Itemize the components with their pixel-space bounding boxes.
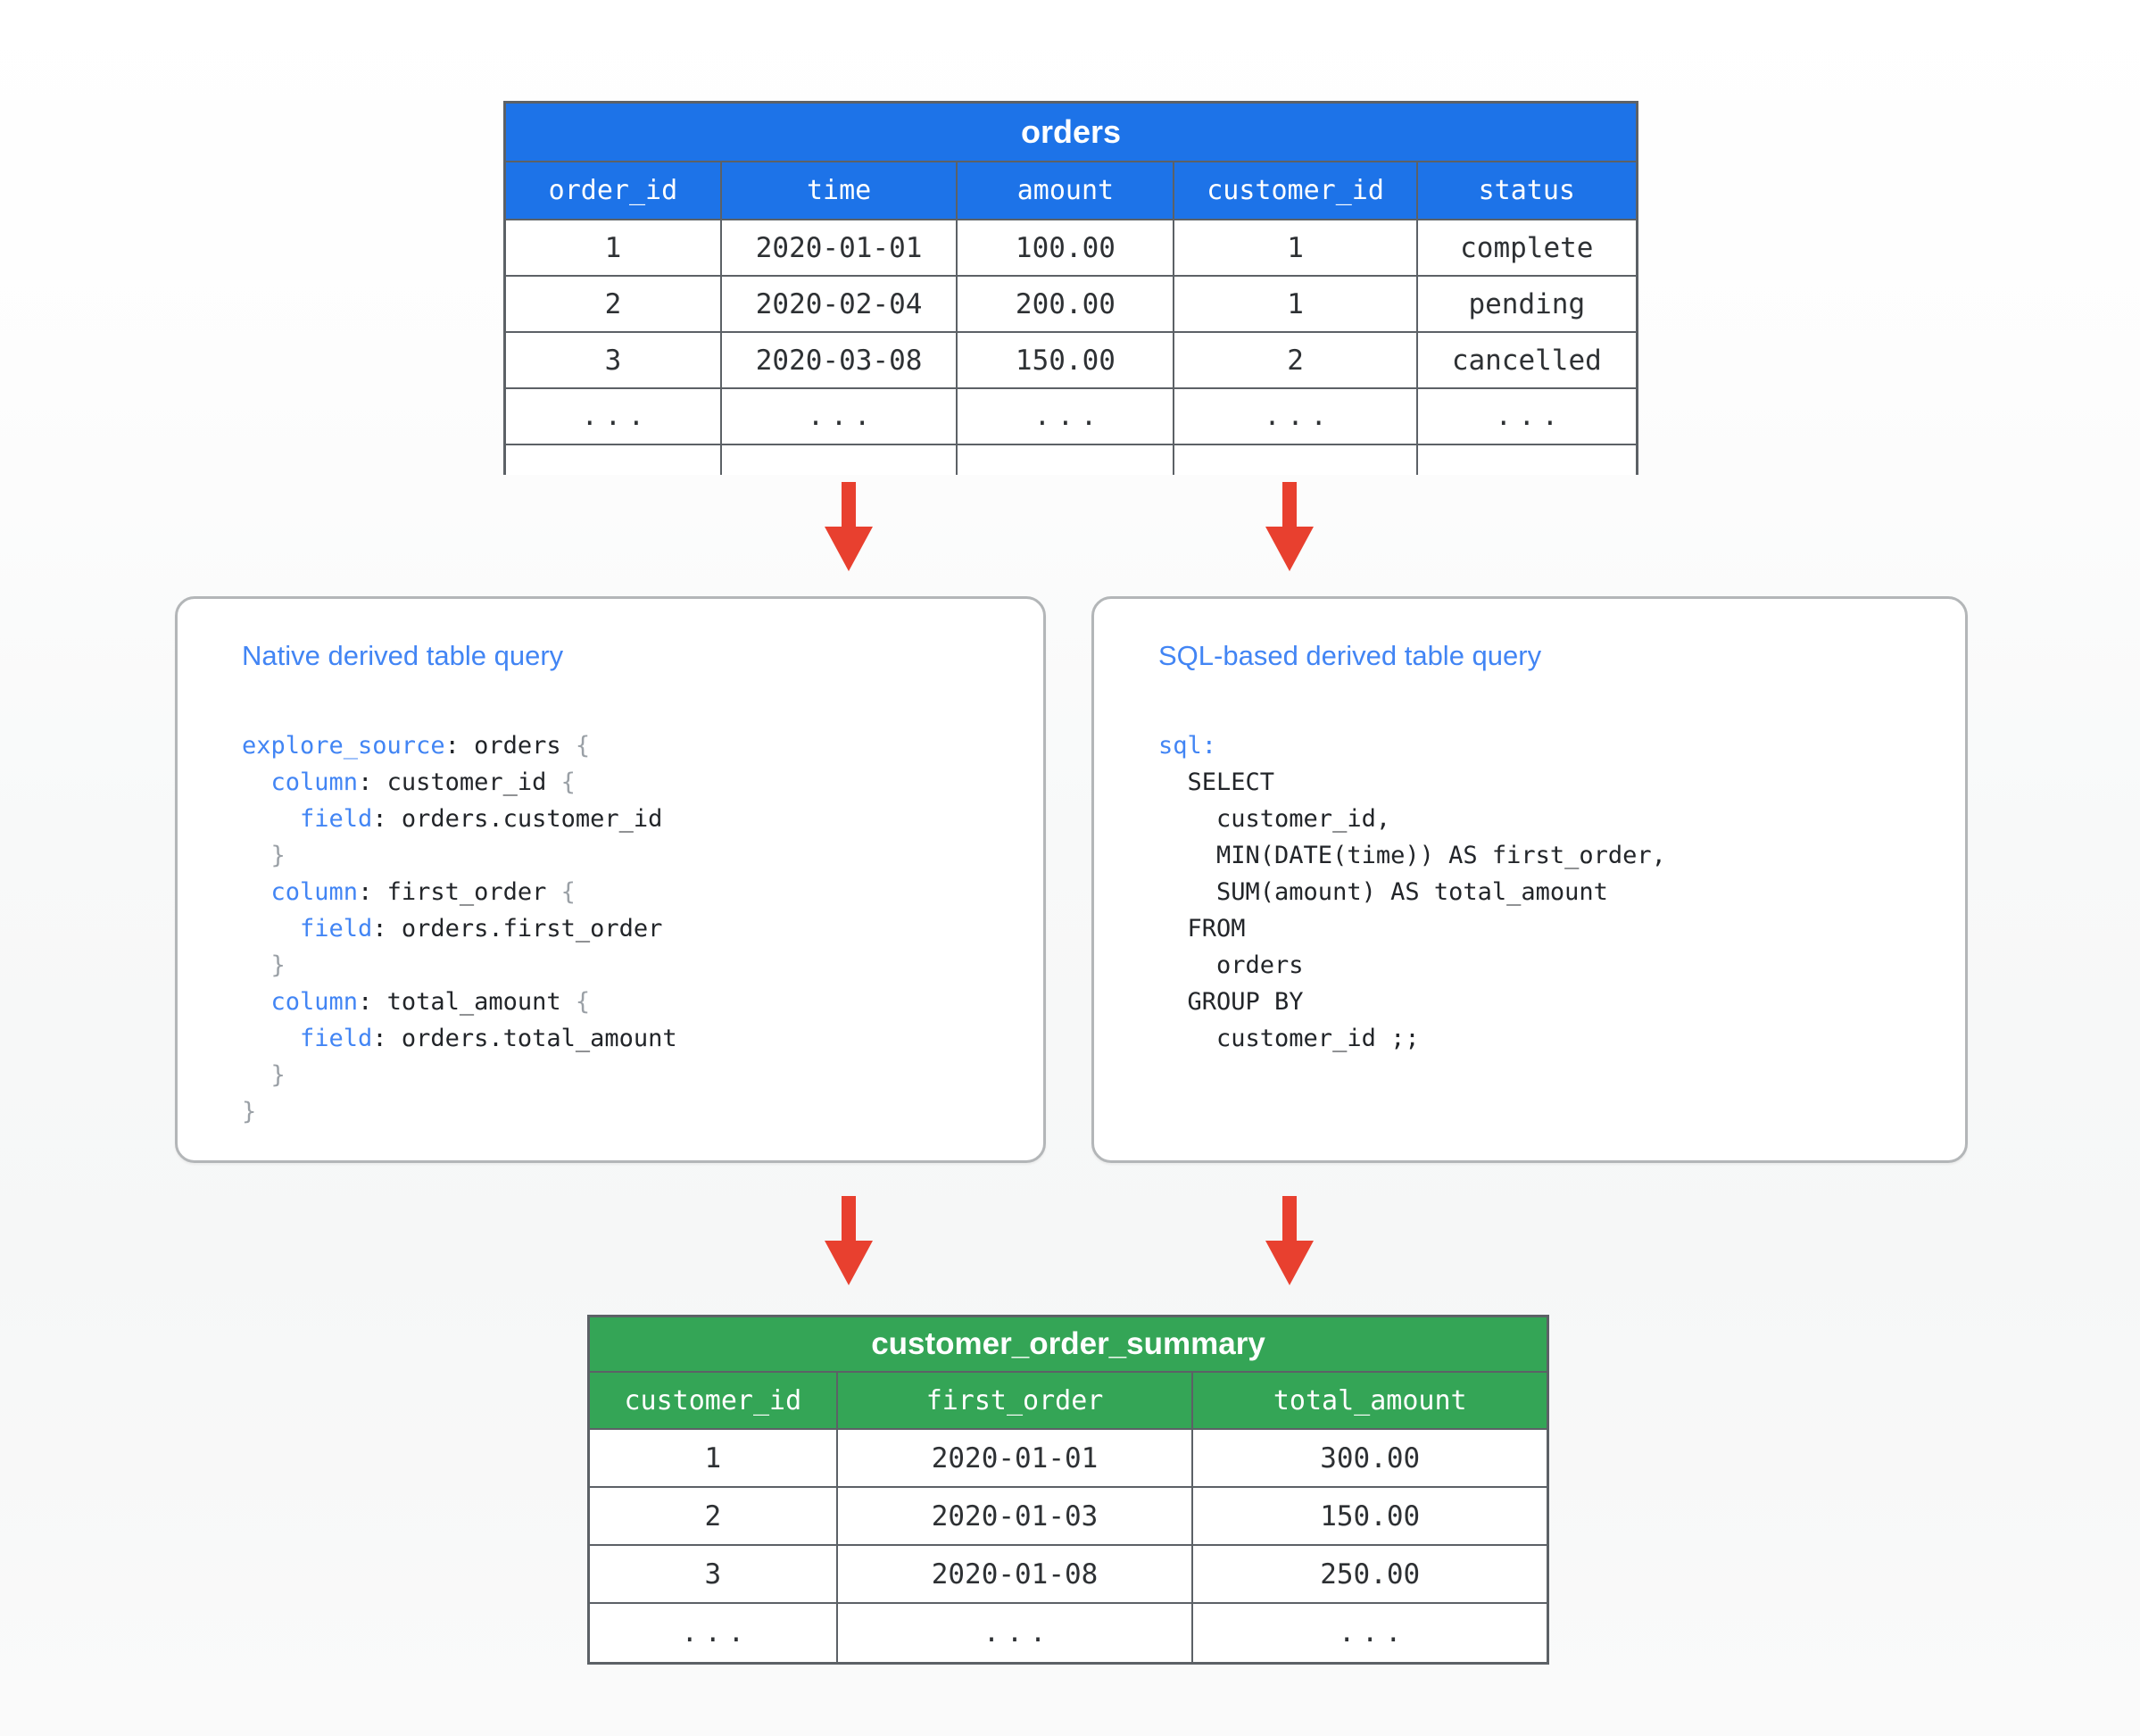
table-cell: 2 <box>506 277 722 333</box>
native-lookml-code: explore_source: orders { column: custome… <box>242 727 979 1130</box>
code-line: column: total_amount { <box>270 988 591 1016</box>
table-cell: 100.00 <box>958 220 1175 277</box>
code-line: customer_id, <box>1158 805 1391 833</box>
table-cell: 2020-02-04 <box>721 277 958 333</box>
column-header: time <box>721 162 958 220</box>
table-cell: 1 <box>1174 220 1418 277</box>
table-cell: 1 <box>1174 277 1418 333</box>
column-header: amount <box>958 162 1175 220</box>
table-cell: 2020-01-03 <box>837 1488 1194 1546</box>
truncated-row-cell <box>1174 445 1418 475</box>
table-title: orders <box>506 104 1636 162</box>
code-line: column: first_order { <box>270 878 576 906</box>
table-cell: 2020-03-08 <box>721 333 958 389</box>
code-line: } <box>270 842 286 869</box>
table-cell: ... <box>590 1604 838 1662</box>
truncated-row-cell <box>506 445 722 475</box>
code-line: GROUP BY <box>1158 988 1304 1016</box>
code-line: field: orders.customer_id <box>300 805 663 833</box>
table-cell: 200.00 <box>958 277 1175 333</box>
table-cell: ... <box>837 1604 1194 1662</box>
code-line: FROM <box>1158 915 1246 943</box>
column-header: customer_id <box>1174 162 1418 220</box>
arrow-down-icon <box>825 1196 873 1285</box>
truncated-row-cell <box>1417 445 1636 475</box>
column-header: customer_id <box>590 1373 838 1430</box>
code-line: } <box>270 951 286 979</box>
table-cell: pending <box>1417 277 1636 333</box>
code-line: field: orders.first_order <box>300 915 663 943</box>
code-line: explore_source: orders { <box>242 732 591 760</box>
table-cell: 2020-01-01 <box>721 220 958 277</box>
column-header: order_id <box>506 162 722 220</box>
code-line: MIN(DATE(time)) AS first_order, <box>1158 842 1666 869</box>
column-header: status <box>1417 162 1636 220</box>
sql-query-code: sql: SELECT customer_id, MIN(DATE(time))… <box>1158 727 1901 1057</box>
code-line: column: customer_id { <box>270 768 576 796</box>
table-cell: ... <box>506 389 722 445</box>
table-cell: 250.00 <box>1193 1546 1547 1604</box>
native-box-title: Native derived table query <box>242 640 564 671</box>
table-cell: cancelled <box>1417 333 1636 389</box>
table-cell: 300.00 <box>1193 1430 1547 1488</box>
code-line: sql: <box>1158 732 1217 760</box>
truncated-row-cell <box>721 445 958 475</box>
code-line: } <box>270 1061 286 1089</box>
table-cell: 2 <box>590 1488 838 1546</box>
arrow-down-icon <box>1265 482 1314 571</box>
column-header: total_amount <box>1193 1373 1547 1430</box>
code-line: field: orders.total_amount <box>300 1025 677 1052</box>
code-line: customer_id ;; <box>1158 1025 1420 1052</box>
table-cell: 2020-01-01 <box>837 1430 1194 1488</box>
truncated-row-cell <box>958 445 1175 475</box>
table-cell: ... <box>1193 1604 1547 1662</box>
table-cell: 2 <box>1174 333 1418 389</box>
sql-derived-table-box: SQL-based derived table query sql: SELEC… <box>1091 596 1968 1163</box>
table-title: customer_order_summary <box>590 1317 1547 1373</box>
column-header: first_order <box>837 1373 1194 1430</box>
table-cell: 1 <box>506 220 722 277</box>
native-derived-table-box: Native derived table query explore_sourc… <box>175 596 1046 1163</box>
arrow-down-icon <box>825 482 873 571</box>
table-cell: ... <box>958 389 1175 445</box>
table-cell: 3 <box>590 1546 838 1604</box>
table-cell: ... <box>1174 389 1418 445</box>
table-cell: 3 <box>506 333 722 389</box>
table-cell: complete <box>1417 220 1636 277</box>
code-line: orders <box>1158 951 1304 979</box>
arrow-down-icon <box>1265 1196 1314 1285</box>
sql-box-title: SQL-based derived table query <box>1158 640 1542 671</box>
table-cell: 150.00 <box>1193 1488 1547 1546</box>
code-line: SELECT <box>1158 768 1275 796</box>
table-cell: 150.00 <box>958 333 1175 389</box>
table-cell: 1 <box>590 1430 838 1488</box>
table-cell: ... <box>721 389 958 445</box>
table-cell: ... <box>1417 389 1636 445</box>
table-cell: 2020-01-08 <box>837 1546 1194 1604</box>
code-line: SUM(amount) AS total_amount <box>1158 878 1608 906</box>
code-line: } <box>242 1098 257 1125</box>
